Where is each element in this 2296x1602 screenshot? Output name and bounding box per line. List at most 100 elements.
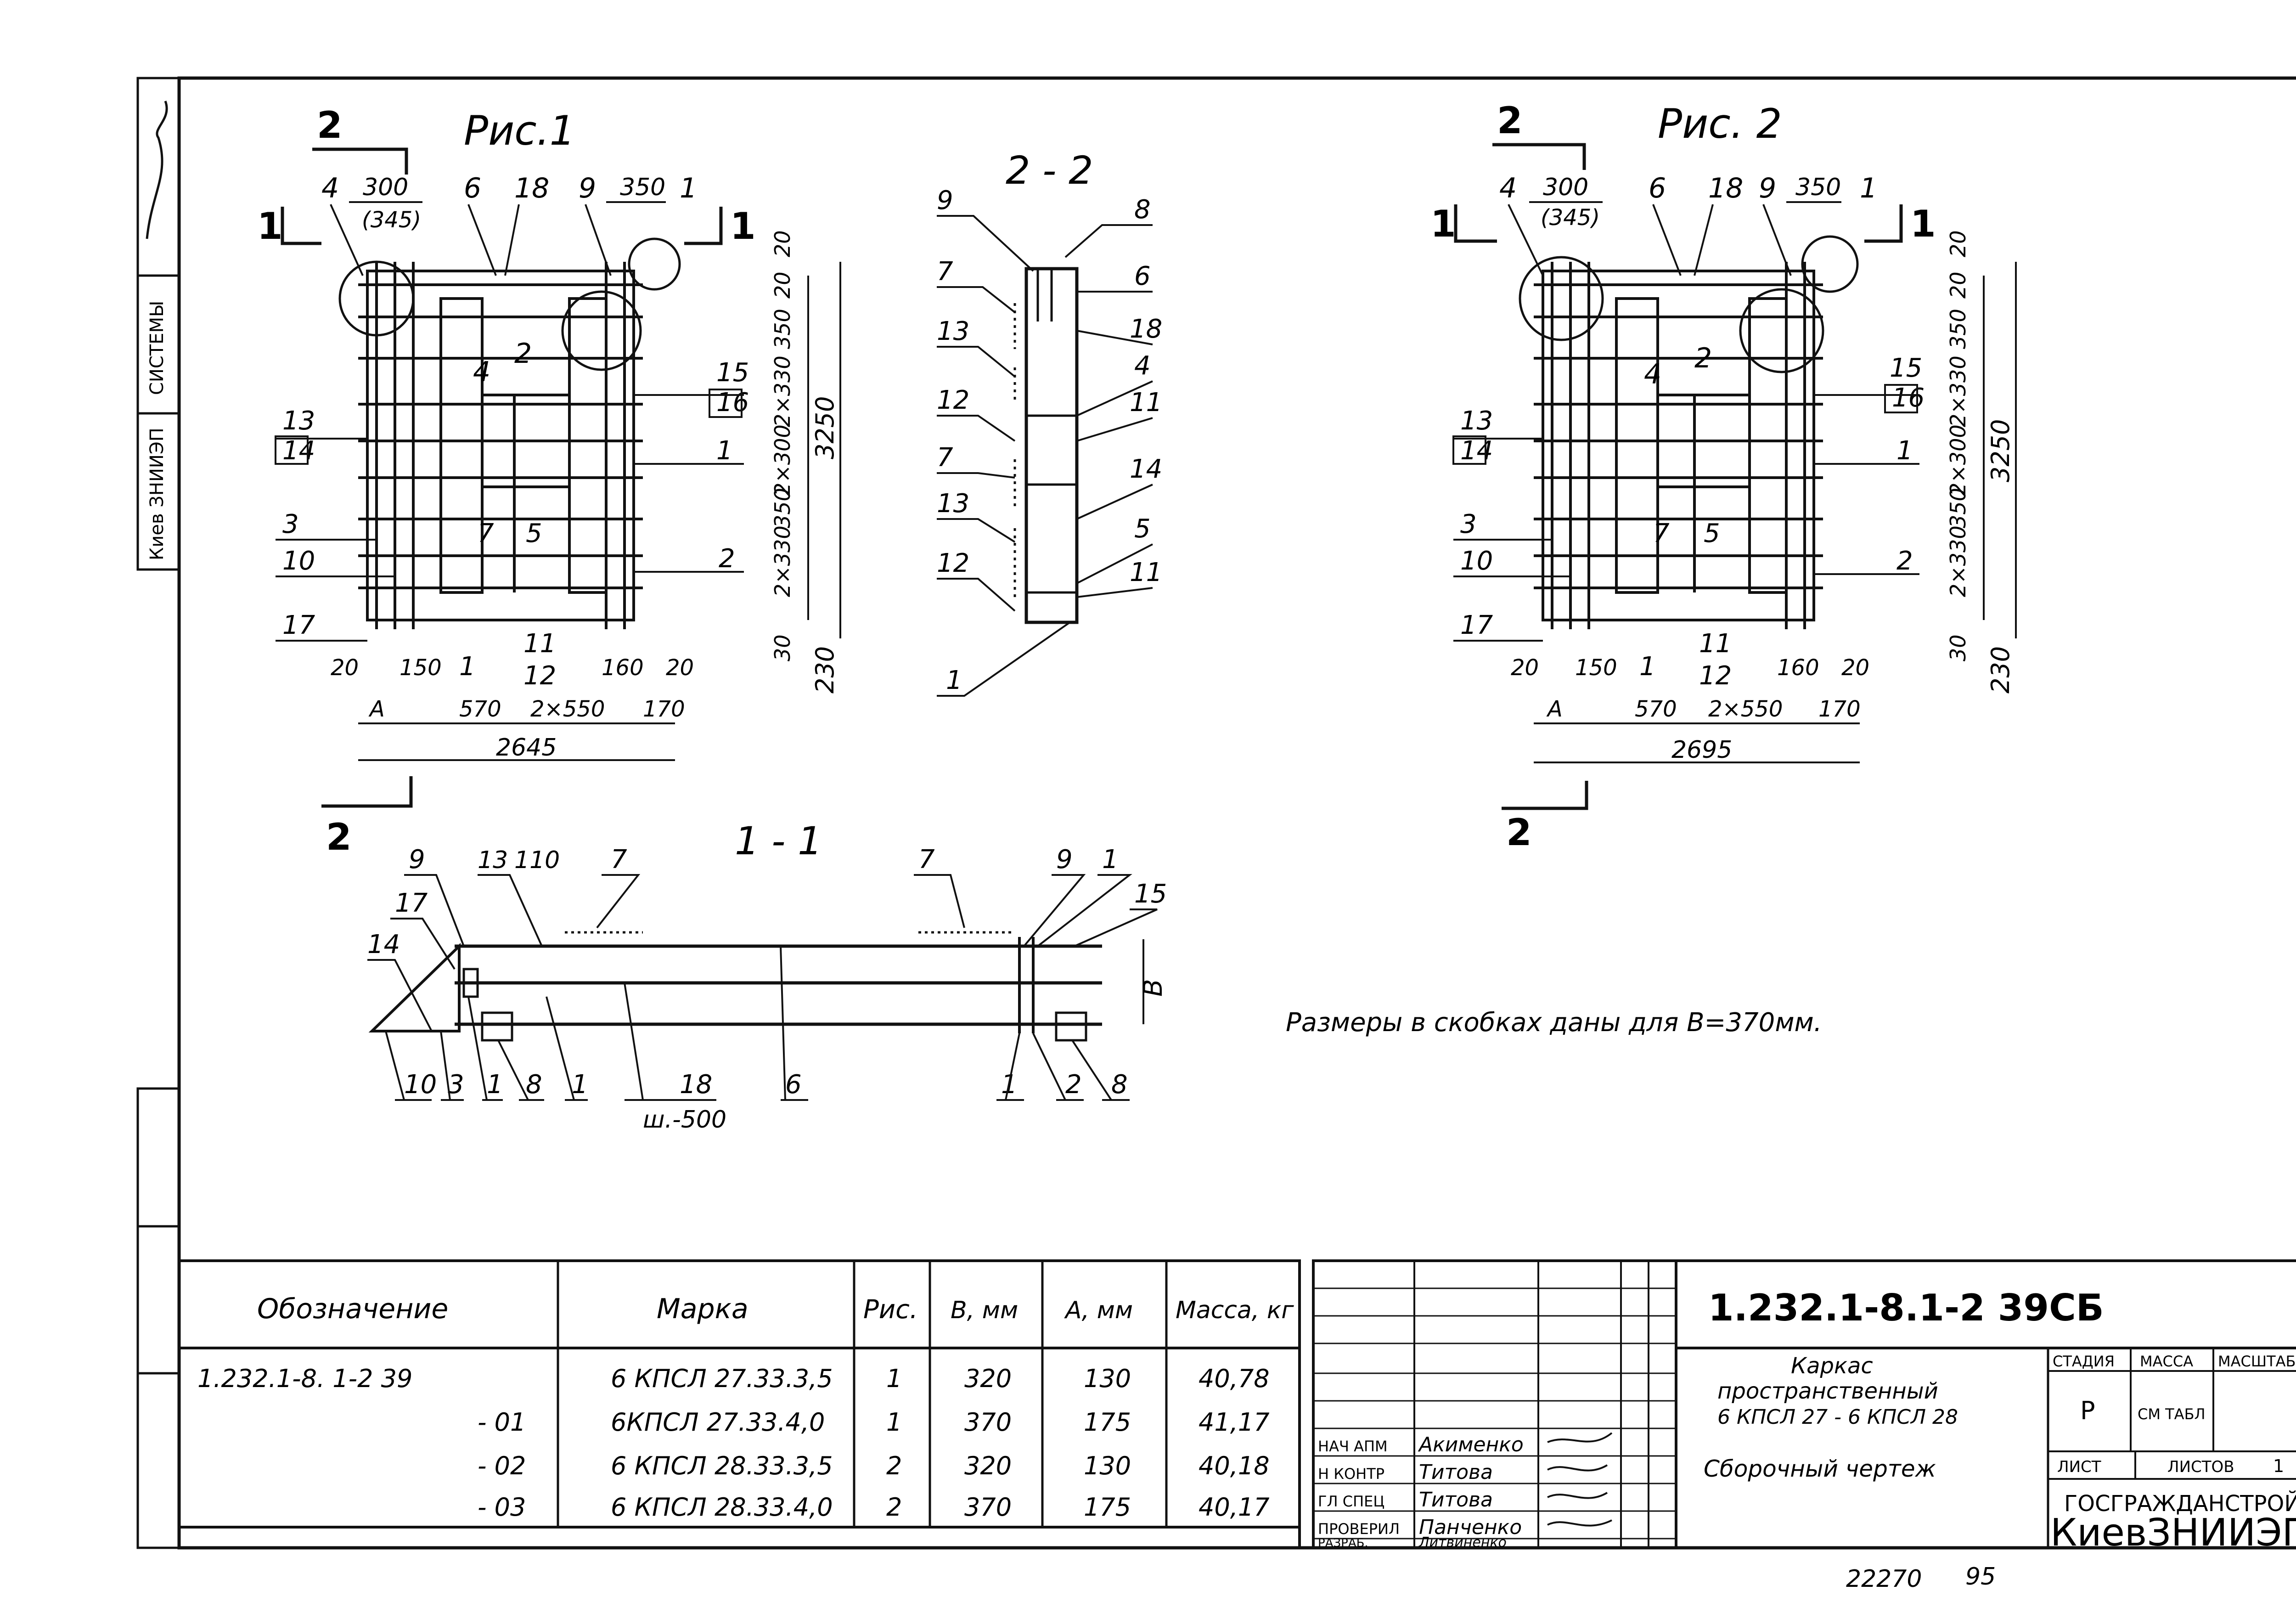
section-1-1: 1 - 1 В 9 13 110 7 17 14 7 9 1 15 10 3 1… xyxy=(367,818,1168,1134)
spec-r3-fig: 2 xyxy=(886,1451,902,1480)
s11-bot-2: 2 xyxy=(1065,1070,1082,1100)
s11-top-7a: 7 xyxy=(611,845,627,874)
title-block: 1.232.1-8.1-2 39СБ Каркас пространственн… xyxy=(1675,1259,2296,1555)
fig2-rdim-350a: 350 xyxy=(1946,309,1970,349)
spec-r2-B: 370 xyxy=(964,1408,1012,1437)
fig2-bdim-570: 570 xyxy=(1635,696,1677,722)
fig1-dim-350: 350 xyxy=(620,174,665,201)
fig1-callout-13: 13 xyxy=(282,406,315,436)
spec-header-designation: Обозначение xyxy=(257,1293,448,1325)
s11-bot-8a: 8 xyxy=(526,1070,542,1100)
mass-value: СМ ТАБЛ xyxy=(2138,1405,2206,1423)
spec-r2-mark: 6КПСЛ 27.33.4,0 xyxy=(611,1408,825,1437)
sig-name-3: Титова xyxy=(1419,1488,1493,1512)
fig1-bdim-170: 170 xyxy=(643,696,685,722)
spec-r2-mass: 41,17 xyxy=(1199,1408,1270,1437)
spec-r4-mark: 6 КПСЛ 28.33.4,0 xyxy=(611,1493,833,1522)
fig2-callout-11: 11 xyxy=(1699,629,1732,659)
fig1-bdim-20b: 20 xyxy=(666,655,694,681)
s11-top-1: 1 xyxy=(1102,845,1119,874)
fig1-callout-14: 14 xyxy=(282,436,315,466)
s11-top-9a: 9 xyxy=(409,845,425,874)
org-name-1: ГОСГРАЖДАНСТРОЙ xyxy=(2064,1490,2296,1517)
sheet-label: ЛИСТ xyxy=(2057,1458,2101,1476)
spec-r4-A: 175 xyxy=(1084,1493,1131,1522)
spec-r3-A: 130 xyxy=(1084,1451,1131,1480)
section-2-2: 2 - 2 9 7 13 12 7 13 12 1 8 6 18 4 11 14… xyxy=(937,148,1162,697)
fig1-cage xyxy=(338,237,681,629)
fig2-section-2-top: 2 xyxy=(1497,99,1523,142)
fig2-rdim-2x330a: 2×330 xyxy=(1946,355,1970,427)
spec-r1-fig: 1 xyxy=(886,1364,902,1393)
sig-role-5: РАЗРАБ. xyxy=(1318,1536,1368,1550)
fig1-callout-15: 15 xyxy=(716,358,749,388)
fig1-bdim-A: А xyxy=(368,696,385,722)
fig2-callout-9: 9 xyxy=(1759,172,1776,204)
sig-role-2: Н КОНТР xyxy=(1318,1465,1384,1483)
fig2-callout-1-top: 1 xyxy=(1860,172,1877,204)
fig2-dim-350: 350 xyxy=(1795,174,1841,201)
s11-bot-10: 10 xyxy=(404,1070,437,1100)
fig2-rdim-20b: 20 xyxy=(1946,271,1970,299)
fig1-section-1-left: 1 xyxy=(257,205,283,248)
fig1-rdim-230: 230 xyxy=(810,646,839,694)
section-2-2-title: 2 - 2 xyxy=(1006,148,1093,193)
s11-bot-6: 6 xyxy=(785,1070,802,1100)
fig1-rdim-20a: 20 xyxy=(770,230,795,257)
s22-right-4: 4 xyxy=(1134,351,1151,381)
s22-left-7b: 7 xyxy=(937,443,953,473)
sig-role-1: НАЧ АПМ xyxy=(1318,1438,1388,1455)
stage-label: СТАДИЯ xyxy=(2053,1353,2115,1370)
fig2-callout-18: 18 xyxy=(1708,172,1743,204)
spec-header-A: А, мм xyxy=(1064,1297,1133,1324)
s11-height-B: В xyxy=(1138,979,1168,997)
fig2-bdim-20b: 20 xyxy=(1841,655,1869,681)
spec-r1-designation: 1.232.1-8. 1-2 39 xyxy=(197,1364,412,1393)
stage-value: Р xyxy=(2080,1396,2095,1425)
sheets-label: ЛИСТОВ xyxy=(2167,1458,2234,1476)
s22-right-8: 8 xyxy=(1134,195,1151,225)
s11-top-7b: 7 xyxy=(918,845,935,874)
fig1-rdim-20b: 20 xyxy=(770,271,795,299)
fig1-bdim-2645: 2645 xyxy=(496,734,557,762)
fig1-callout-10: 10 xyxy=(282,546,315,576)
fig2-rdim-2x330b: 2×330 xyxy=(1946,525,1970,597)
spec-r1-B: 320 xyxy=(964,1364,1012,1393)
mass-label: МАССА xyxy=(2140,1353,2193,1370)
fig2-callout-13: 13 xyxy=(1460,406,1493,436)
fig1-callout-1-top: 1 xyxy=(680,172,697,204)
org-name-2: КиевЗНИИЭП xyxy=(2050,1511,2296,1555)
spec-row-4: - 03 6 КПСЛ 28.33.4,0 2 370 175 40,17 xyxy=(478,1493,1270,1522)
fig2-rdim-20a: 20 xyxy=(1946,230,1970,257)
spec-row-3: - 02 6 КПСЛ 28.33.3,5 2 320 130 40,18 xyxy=(478,1451,1270,1480)
spec-r3-mass: 40,18 xyxy=(1199,1451,1270,1480)
scale-label: МАСШТАБ xyxy=(2218,1353,2296,1370)
spec-row-1: 1.232.1-8. 1-2 39 6 КПСЛ 27.33.3,5 1 320… xyxy=(197,1364,1270,1393)
s22-left-1: 1 xyxy=(946,666,962,695)
fig2-section-2-bottom: 2 xyxy=(1506,811,1532,854)
figure-2-title: Рис. 2 xyxy=(1658,100,1782,147)
fig1-callout-11: 11 xyxy=(523,629,556,659)
fig1-rdim-350b: 350 xyxy=(770,488,795,528)
spec-row-2: - 01 6КПСЛ 27.33.4,0 1 370 175 41,17 xyxy=(478,1408,1270,1437)
fig2-callout-2: 2 xyxy=(1694,342,1712,374)
fig1-bdim-570: 570 xyxy=(459,696,501,722)
item-name-line1: Каркас xyxy=(1791,1353,1873,1379)
spec-header-B: В, мм xyxy=(951,1297,1018,1324)
spec-header-mass: Масса, кг xyxy=(1176,1297,1294,1324)
sig-role-4: ПРОВЕРИЛ xyxy=(1318,1520,1400,1538)
s22-right-6: 6 xyxy=(1134,261,1151,291)
fig2-callout-1-bottom: 1 xyxy=(1639,652,1656,682)
fig1-callout-18: 18 xyxy=(514,172,549,204)
fig2-bdim-170: 170 xyxy=(1818,696,1861,722)
s11-bot-1a: 1 xyxy=(487,1070,503,1100)
spec-header-mark: Марка xyxy=(657,1293,748,1325)
fig1-callout-7: 7 xyxy=(478,519,494,548)
fig2-callout-6: 6 xyxy=(1649,172,1666,204)
spec-header-fig: Рис. xyxy=(863,1295,918,1325)
fig1-callout-9: 9 xyxy=(579,172,596,204)
side-stamp-org: Киев ЗНИИЭП xyxy=(146,428,168,560)
spec-r1-A: 130 xyxy=(1084,1364,1131,1393)
fig2-callout-12: 12 xyxy=(1699,661,1732,691)
